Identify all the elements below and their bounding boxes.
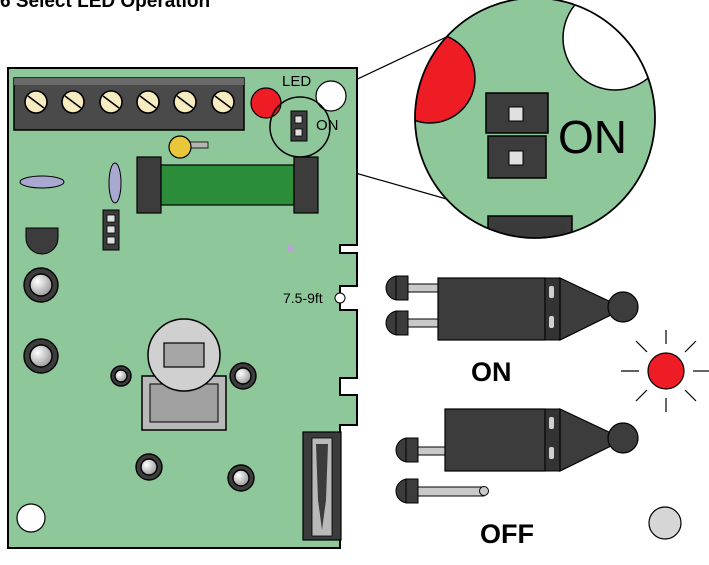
terminal-screws	[24, 90, 235, 114]
board-on-label: ON	[316, 117, 339, 134]
vertical-capacitor	[108, 162, 122, 204]
white-led	[315, 80, 347, 112]
jumper-off-illustration	[395, 408, 639, 504]
mounting-posts	[23, 267, 257, 492]
led-lit-indicator	[621, 330, 709, 412]
zoom-red-led	[415, 32, 476, 124]
horizontal-capacitor	[19, 175, 65, 189]
jumper-on-illustration	[385, 275, 639, 341]
transistor	[25, 227, 59, 255]
zoom-on-label: ON	[558, 111, 627, 163]
terminal-block	[13, 77, 245, 131]
mounting-hole	[16, 503, 46, 533]
slot-connector	[302, 431, 342, 541]
board-jumper-small	[102, 209, 120, 251]
led-label: LED	[282, 73, 312, 90]
yellow-component	[168, 135, 192, 159]
distance-label: 7.5-9ft	[283, 290, 323, 306]
led-jumper-small	[290, 110, 308, 142]
resistor-module	[136, 156, 319, 214]
zoom-jumper	[485, 92, 549, 179]
red-led	[250, 87, 282, 119]
led-unlit-indicator	[648, 506, 682, 540]
jumper-on-label: ON	[471, 357, 512, 387]
pir-sensor	[141, 318, 227, 431]
jumper-off-label: OFF	[480, 519, 534, 549]
section-heading: 6 Select LED Operation	[0, 0, 211, 12]
